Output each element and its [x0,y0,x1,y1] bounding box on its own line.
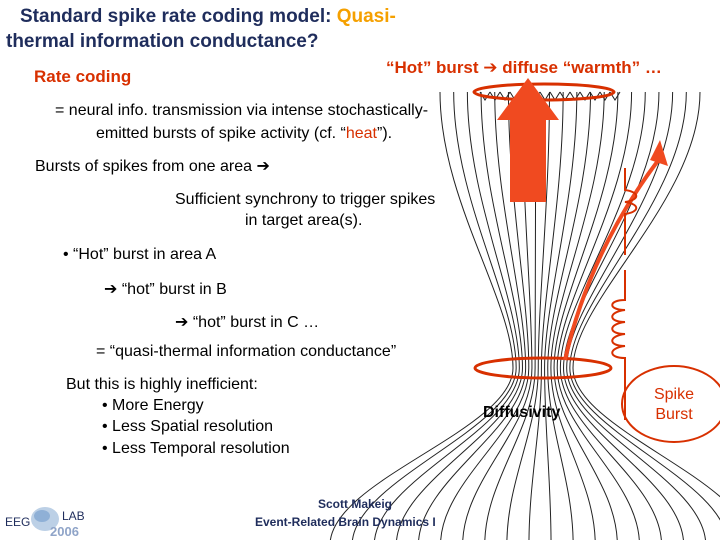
body-line-7: ➔ “hot” burst in B [104,279,227,299]
diffusion-curve [553,91,619,540]
body-line-5: in target area(s). [245,212,363,229]
logo-lab: LAB [62,509,85,523]
diffusion-curve [556,91,640,540]
body-line-2: emitted bursts of spike activity (cf. “h… [96,125,392,143]
body-line-10: But this is highly inefficient: [66,376,258,393]
title-quasi: Quasi- [336,6,396,27]
diffusion-curve [547,91,592,540]
body-line-4: Sufficient synchrony to trigger spikes [175,191,436,208]
spike-burst-label: Spike Burst [648,385,700,425]
spike-burst-ring [621,365,720,443]
brain-icon-inner [34,510,50,522]
diffusion-curve [569,91,720,521]
right-arrow-icon: ➔ [483,58,498,78]
eeg-lab-logo: EEG LAB 2006 [5,507,85,538]
diffusion-curve [330,91,514,540]
line2-after: ”). [377,125,393,142]
diffusion-curve [418,91,527,540]
title-part-1: Standard spike rate coding model: [20,6,337,27]
body-line-12: • Less Spatial resolution [102,418,274,435]
big-up-arrow [497,78,559,202]
diffusion-curve [566,91,706,540]
line8-text: “hot” burst in C … [188,314,320,331]
diffusion-curve [572,91,720,498]
diffusion-curve [352,91,517,540]
diffusion-curve [374,91,520,540]
body-line-11: • More Energy [102,397,204,414]
hot-burst-heading: “Hot” burst ➔ diffuse “warmth” … [386,58,662,78]
hot-burst-after: diffuse “warmth” … [497,58,662,77]
footer-author: Scott Makeig [318,497,393,511]
logo-year: 2006 [50,524,79,538]
burst-word: Burst [655,406,693,423]
diffusion-curve [506,91,550,540]
rate-coding-heading: Rate coding [34,67,132,86]
diffusivity-label: Diffusivity [483,404,561,421]
right-arrow-icon: ➔ [104,279,118,298]
spike-trace-lower [611,270,626,420]
logo-eeg: EEG [5,515,30,529]
hot-burst-before: “Hot” burst [386,58,484,77]
title-line-2: thermal information conductance? [6,31,319,52]
spike-word: Spike [653,386,695,403]
body-line-13: • Less Temporal resolution [102,440,290,457]
curved-arrow-head [650,140,668,166]
body-line-1: = neural info. transmission via intense … [55,102,429,119]
middle-ring [473,356,613,380]
title-line-1: Standard spike rate coding model: Quasi- [20,6,396,28]
right-arrow-icon: ➔ [175,312,189,331]
top-fan-line [589,91,601,101]
diffusion-curve [559,91,662,540]
footer-course: Event-Related Brain Dynamics I [255,515,436,529]
body-line-8: ➔ “hot” burst in C … [175,312,319,332]
spike-trace-upper [624,168,638,255]
body-line-9: = “quasi-thermal information conductance… [96,343,397,360]
diffusion-curve [528,91,564,540]
diffusion-curve [396,91,523,540]
body-line-3: Bursts of spikes from one area ➔ [35,156,270,176]
top-fan-line [489,91,501,101]
line7-text: “hot” burst in B [117,281,227,298]
line2-before: emitted bursts of spike activity (cf. “ [96,125,346,142]
body-line-6: • “Hot” burst in area A [63,246,217,263]
right-arrow-icon: ➔ [256,156,270,175]
diffusion-curve [544,91,578,540]
curved-arrow [563,156,662,361]
line3-text: Bursts of spikes from one area [35,158,257,175]
diffusion-curve [550,91,605,540]
heat-word: heat [345,125,377,142]
